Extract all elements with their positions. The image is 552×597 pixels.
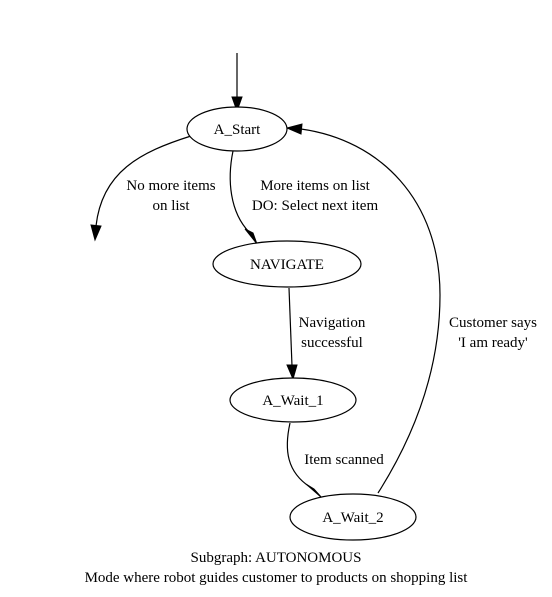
node-a-wait-2-ellipse [289,493,417,541]
edge-navigate-to-wait-1-arrowhead [286,364,298,381]
node-a-wait-1-label: A_Wait_1 [262,393,323,409]
edge-entry-to-start-arrowhead [231,96,243,113]
node-a-start[interactable]: A_Start [186,106,288,152]
edge-start-to-exit-line [95,135,192,227]
edge-wait-2-to-start-label-line-1: Customer says [449,315,537,331]
node-a-wait-2[interactable]: A_Wait_2 [289,493,417,541]
edge-start-to-exit-label-line-1: No more items [126,178,215,194]
edge-navigate-to-wait-1-label-line-1: Navigation [299,315,366,331]
edge-wait-2-to-start-label-line-2: 'I am ready' [458,335,528,351]
node-a-wait-1[interactable]: A_Wait_1 [229,377,357,423]
edge-start-to-navigate-line [229,150,250,233]
edge-wait-1-to-wait-2: Item scanned [286,422,384,499]
edge-wait-1-to-wait-2-arrowhead [305,483,323,499]
edge-navigate-to-wait-1: Navigation successful [286,287,366,381]
edge-start-to-navigate-label-line-2: DO: Select next item [252,198,379,214]
edge-start-to-exit-arrowhead [90,224,102,242]
edge-start-to-navigate: More items on list DO: Select next item [229,150,379,245]
node-navigate-label: NAVIGATE [250,257,324,273]
node-a-wait-2-label: A_Wait_2 [322,510,383,526]
edge-wait-1-to-wait-2-label-line-1: Item scanned [304,452,384,468]
subgraph-caption-title: Subgraph: AUTONOMOUS [191,550,362,566]
edge-entry-to-start [231,53,243,113]
edge-wait-2-to-start: Customer says 'I am ready' [285,123,537,494]
node-navigate[interactable]: NAVIGATE [212,240,362,288]
edge-navigate-to-wait-1-line [288,287,293,367]
node-a-start-ellipse [186,106,288,152]
edge-start-to-exit-label-line-2: on list [152,198,190,214]
edge-start-to-navigate-arrowhead [244,228,258,245]
edge-start-to-navigate-label-line-1: More items on list [260,178,370,194]
subgraph-caption-description: Mode where robot guides customer to prod… [85,570,469,586]
edge-start-to-exit: No more items on list [90,135,216,242]
edge-wait-2-to-start-arrowhead [285,123,303,135]
edge-navigate-to-wait-1-label-line-2: successful [301,335,363,351]
node-navigate-ellipse [212,240,362,288]
node-a-start-label: A_Start [214,122,261,138]
node-a-wait-1-ellipse [229,377,357,423]
edge-wait-2-to-start-line [300,128,441,494]
edge-wait-1-to-wait-2-line [286,422,311,488]
